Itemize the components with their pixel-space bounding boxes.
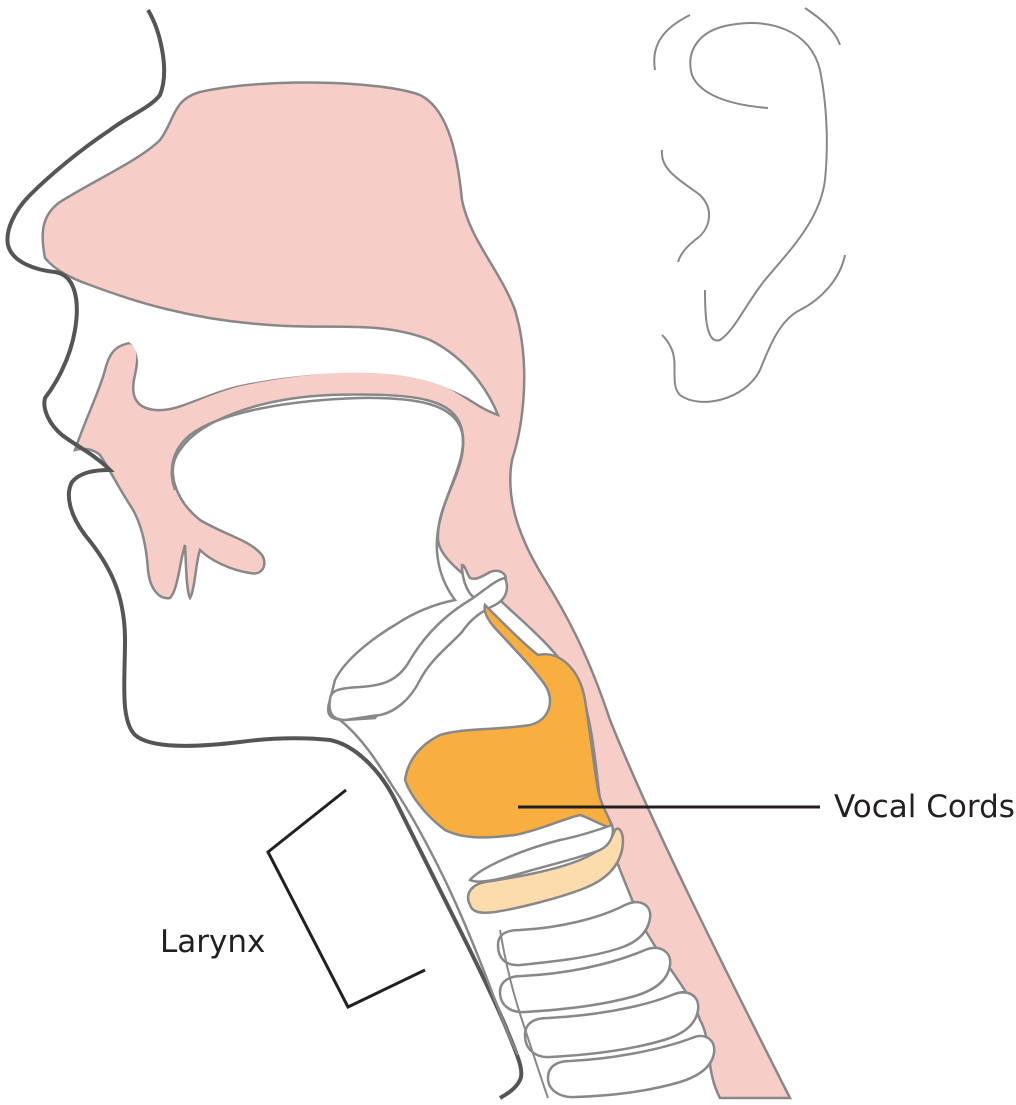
- larynx-label: Larynx: [160, 924, 265, 960]
- nasal-cavity: [43, 83, 790, 1098]
- larynx-bracket: [268, 790, 425, 1007]
- ear: [654, 8, 845, 402]
- vocal-cords-label: Vocal Cords: [834, 789, 1015, 825]
